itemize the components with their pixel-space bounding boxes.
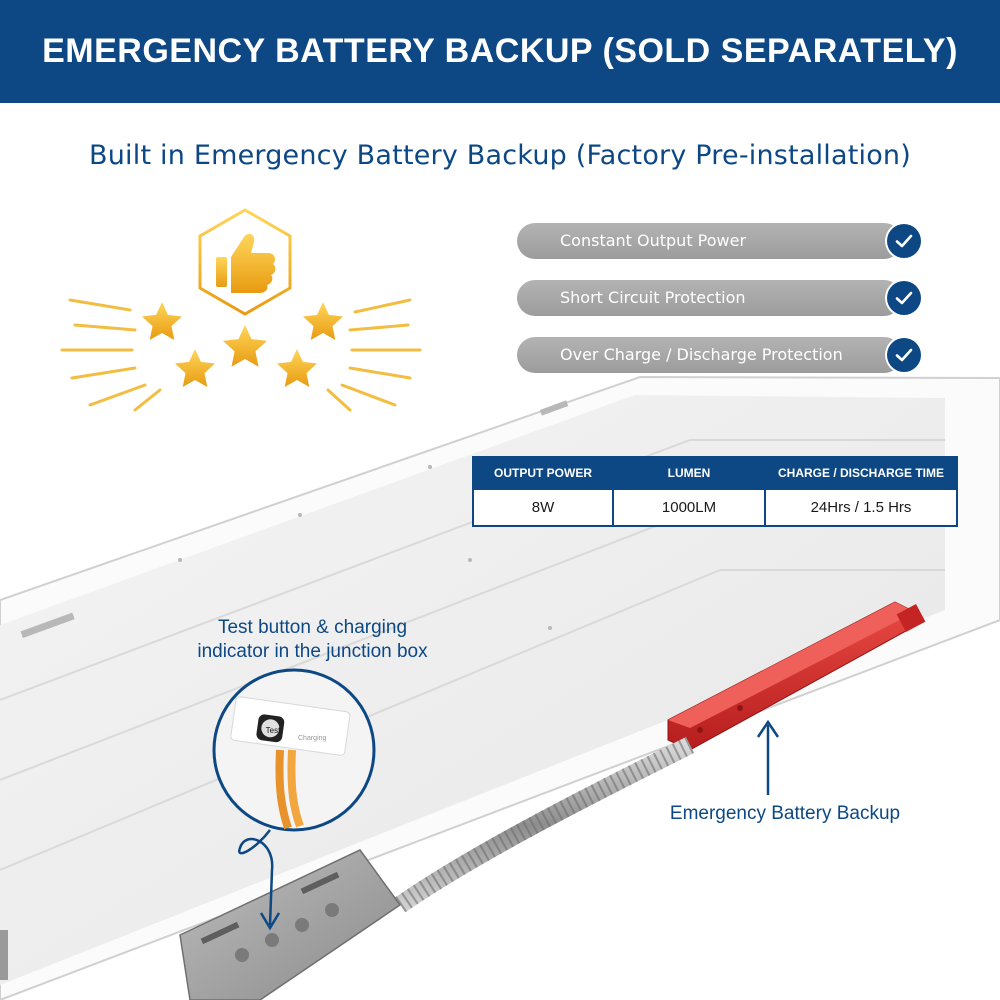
check-icon <box>887 281 921 315</box>
column-header-lumen: LUMEN <box>612 456 766 490</box>
column-header-output-power: OUTPUT POWER <box>472 456 614 490</box>
emergency-battery-pack <box>667 601 926 751</box>
feature-label: Short Circuit Protection <box>560 288 746 307</box>
callout-test-button: Test button & charging indicator in the … <box>160 616 465 664</box>
feature-constant-output-power: Constant Output Power <box>517 223 921 259</box>
led-panel-illustration <box>0 375 1000 1000</box>
junction-box <box>179 849 402 1000</box>
callout-emergency-battery: Emergency Battery Backup <box>669 803 901 824</box>
test-button-label: Test <box>265 726 281 735</box>
check-icon <box>887 224 921 258</box>
rating-graphic <box>60 208 422 412</box>
feature-label: Over Charge / Discharge Protection <box>560 345 843 364</box>
check-icon <box>887 338 921 372</box>
feature-pill <box>517 280 902 316</box>
column-header-charge-discharge-time: CHARGE / DISCHARGE TIME <box>764 456 958 490</box>
junction-box-zoom <box>212 668 376 832</box>
specs-header-row: OUTPUT POWER LUMEN CHARGE / DISCHARGE TI… <box>472 456 958 490</box>
title-banner: EMERGENCY BATTERY BACKUP (SOLD SEPARATEL… <box>0 0 1000 103</box>
charging-indicator-label: Charging <box>298 735 327 742</box>
rays <box>60 298 422 412</box>
thumbs-up-icon <box>198 208 292 316</box>
flexible-conduit <box>394 736 695 913</box>
panel-face <box>0 395 945 985</box>
star-icon <box>142 302 343 387</box>
charge-discharge-time-value: 24Hrs / 1.5 Hrs <box>764 488 958 527</box>
table-row: 8W 1000LM 24Hrs / 1.5 Hrs <box>472 488 958 527</box>
feature-label: Constant Output Power <box>560 231 747 250</box>
feature-pill <box>517 337 902 373</box>
lumen-value: 1000LM <box>612 488 766 527</box>
specs-table: OUTPUT POWER LUMEN CHARGE / DISCHARGE TI… <box>472 456 958 527</box>
output-power-value: 8W <box>472 488 614 527</box>
callout-test-line2: indicator in the junction box <box>197 641 428 662</box>
subtitle: Built in Emergency Battery Backup (Facto… <box>89 140 911 171</box>
feature-short-circuit-protection: Short Circuit Protection <box>517 280 921 316</box>
feature-pill <box>517 223 902 259</box>
callout-test-line1: Test button & charging <box>217 617 408 638</box>
page-title: EMERGENCY BATTERY BACKUP (SOLD SEPARATEL… <box>42 32 958 70</box>
feature-over-charge-discharge-protection: Over Charge / Discharge Protection <box>517 337 921 373</box>
